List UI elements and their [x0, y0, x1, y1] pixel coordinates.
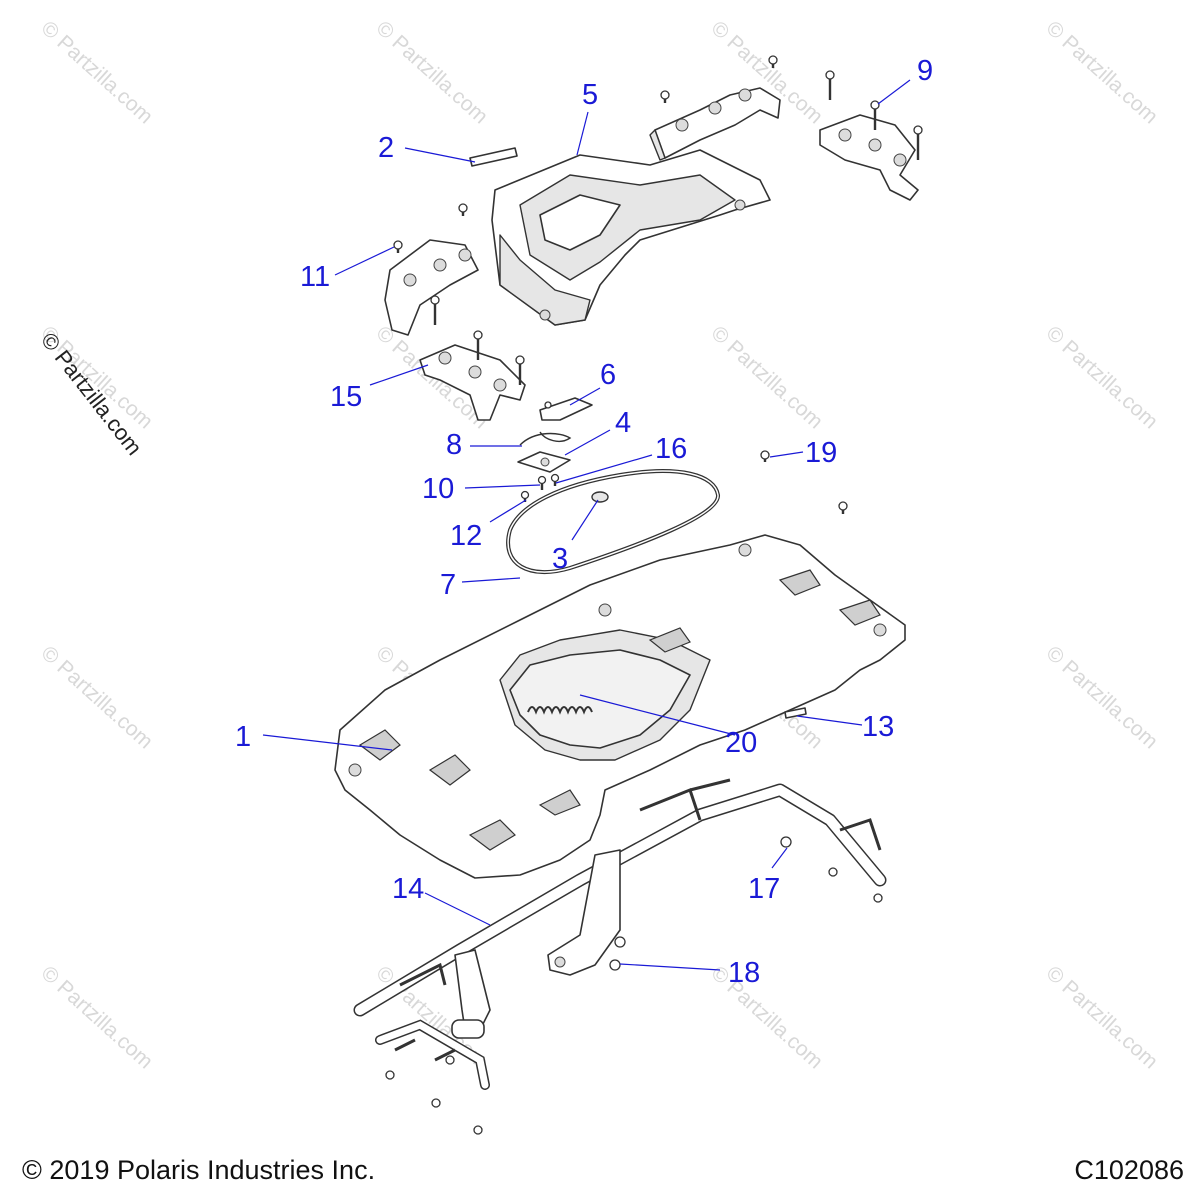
watermark-text: © Partzilla.com [37, 642, 158, 754]
callout-6: 6 [600, 359, 616, 391]
callout-11: 11 [300, 261, 330, 293]
rack-bracket-far-right [819, 114, 919, 201]
callout-12: 12 [450, 520, 482, 552]
bolt [458, 203, 468, 216]
watermark-text: © Partzilla.com [1042, 17, 1163, 129]
leader-lines [262, 79, 911, 971]
lid-spring [527, 706, 593, 715]
bolts [393, 55, 923, 514]
bolt [515, 355, 525, 385]
callout-18: 18 [728, 957, 760, 989]
callout-14: 14 [392, 873, 424, 905]
bolt [537, 475, 547, 490]
drain-plug [591, 491, 609, 503]
bolt [870, 100, 880, 130]
callout-3: 3 [552, 543, 568, 575]
rack-bracket-lower-left [419, 344, 526, 421]
callout-9: 9 [917, 55, 933, 87]
nut [473, 1125, 483, 1135]
clip [784, 707, 807, 719]
nut [445, 1055, 455, 1065]
watermark-text: © Partzilla.com [1042, 322, 1163, 434]
bolt [473, 330, 483, 360]
callout-10: 10 [422, 473, 454, 505]
nut [385, 1070, 395, 1080]
bolt [430, 295, 440, 325]
rear-rack-top [491, 149, 771, 326]
decal [469, 147, 518, 167]
bolt [768, 55, 778, 68]
nut [780, 836, 792, 848]
callout-15: 15 [330, 381, 362, 413]
watermark-text: © Partzilla.com [707, 322, 828, 434]
nut [431, 1098, 441, 1108]
callout-13: 13 [862, 711, 894, 743]
callout-16: 16 [655, 433, 687, 465]
callout-labels: 1 2 3 4 5 6 7 8 9 10 11 12 13 14 15 16 1… [235, 55, 933, 989]
drawing-number: C102086 [1074, 1155, 1184, 1185]
callout-8: 8 [446, 429, 462, 461]
callout-7: 7 [440, 569, 456, 601]
fasteners [385, 836, 883, 1135]
watermark-text: © Partzilla.com [372, 17, 493, 129]
callout-17: 17 [748, 873, 780, 905]
nut [873, 893, 883, 903]
frame-bracket-center [547, 849, 621, 976]
bolt [760, 450, 770, 462]
callout-4: 4 [615, 407, 631, 439]
copyright-text: © 2019 Polaris Industries Inc. [22, 1155, 376, 1185]
watermark-text: © Partzilla.com [37, 17, 158, 129]
bolt [838, 501, 848, 514]
callout-20: 20 [725, 727, 757, 759]
nut [828, 867, 838, 877]
watermark-text: © Partzilla.com [37, 962, 158, 1074]
watermark-text: © Partzilla.com [707, 962, 828, 1074]
bolt [660, 90, 670, 103]
rear-frame-tube [353, 778, 887, 1090]
latch [539, 397, 593, 421]
bolt [913, 125, 923, 160]
bolt [393, 240, 403, 253]
bolt [550, 473, 560, 486]
callout-2: 2 [378, 132, 394, 164]
callout-5: 5 [582, 79, 598, 111]
watermark-text: © Partzilla.com [1042, 642, 1163, 754]
wire-clip [519, 431, 572, 446]
frame-bracket-left [451, 949, 491, 1039]
rack-bracket-left [384, 239, 479, 336]
bolt [825, 70, 835, 100]
bolt-head [609, 959, 621, 971]
callout-19: 19 [805, 437, 837, 469]
watermark-text: © Partzilla.com [1042, 962, 1163, 1074]
rear-fender [334, 534, 906, 879]
rack-bracket-upper-right [649, 87, 781, 161]
callout-1: 1 [235, 721, 251, 753]
bolt-head [614, 936, 626, 948]
